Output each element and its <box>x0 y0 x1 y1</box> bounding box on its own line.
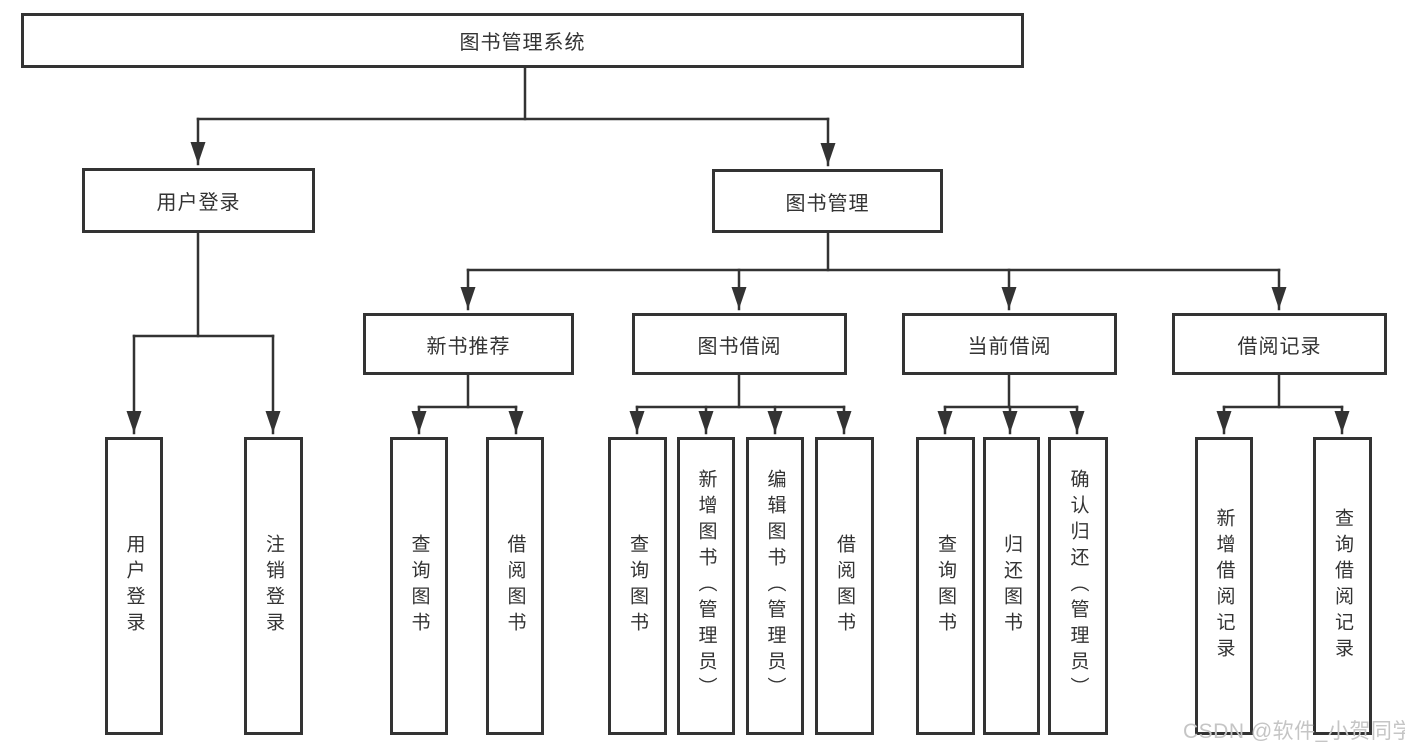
leaf-current-confirm-return-admin: 确认归还（管理员） <box>1048 437 1108 735</box>
leaf-records-add-borrow-record: 新增借阅记录 <box>1195 437 1253 735</box>
node-user-login: 用户登录 <box>82 168 315 233</box>
csdn-watermark: CSDN @软件_小贺同学 <box>1183 720 1405 743</box>
node-current-borrowing-label: 当前借阅 <box>967 335 1052 358</box>
connector-current-borrow-to-leaves <box>937 373 1085 435</box>
leaf-borrowing-query-books: 查询图书 <box>608 437 667 735</box>
node-borrowing-records: 借阅记录 <box>1172 313 1387 375</box>
leaf-borrowing-add-books-admin-label: 新增图书（管理员） <box>695 469 717 703</box>
leaf-current-confirm-return-admin-label: 确认归还（管理员） <box>1067 469 1089 703</box>
leaf-borrowing-edit-books-admin-label: 编辑图书（管理员） <box>764 469 786 703</box>
connector-new-books-to-leaves <box>411 373 524 435</box>
leaf-borrowing-edit-books-admin: 编辑图书（管理员） <box>746 437 804 735</box>
leaf-newbooks-query-books: 查询图书 <box>390 437 448 735</box>
node-book-borrowing-label: 图书借阅 <box>697 335 782 358</box>
node-user-login-label: 用户登录 <box>156 192 241 214</box>
leaf-borrowing-borrow-books: 借阅图书 <box>815 437 874 735</box>
leaf-records-add-borrow-record-label: 新增借阅记录 <box>1213 508 1235 664</box>
leaf-logout-label: 注销登录 <box>263 534 284 638</box>
node-borrowing-records-label: 借阅记录 <box>1237 335 1322 358</box>
leaf-current-query-books: 查询图书 <box>916 437 975 735</box>
leaf-newbooks-query-books-label: 查询图书 <box>408 534 430 638</box>
leaf-borrowing-query-books-label: 查询图书 <box>627 534 648 638</box>
connector-user-login-to-leaves <box>126 231 281 435</box>
leaf-records-query-borrow-record-label: 查询借阅记录 <box>1332 508 1353 664</box>
node-book-management: 图书管理 <box>712 169 943 233</box>
node-new-book-recommend-label: 新书推荐 <box>426 335 511 358</box>
node-library-management-system-label: 图书管理系统 <box>459 32 586 54</box>
leaf-current-return-books: 归还图书 <box>983 437 1040 735</box>
leaf-current-return-books-label: 归还图书 <box>1001 534 1022 638</box>
leaf-user-login: 用户登录 <box>105 437 163 735</box>
connector-book-borrow-to-leaves <box>629 373 852 435</box>
connector-root-to-level2 <box>190 66 836 167</box>
connector-borrow-records-to-leaves <box>1216 373 1350 435</box>
connector-book-mgmt-to-level3 <box>460 231 1287 311</box>
leaf-newbooks-borrow-books-label: 借阅图书 <box>504 534 526 638</box>
node-library-management-system: 图书管理系统 <box>21 13 1024 68</box>
leaf-logout: 注销登录 <box>244 437 303 735</box>
leaf-user-login-label: 用户登录 <box>123 534 145 638</box>
leaf-current-query-books-label: 查询图书 <box>935 534 956 638</box>
node-current-borrowing: 当前借阅 <box>902 313 1117 375</box>
leaf-borrowing-borrow-books-label: 借阅图书 <box>834 534 855 638</box>
node-book-management-label: 图书管理 <box>785 192 870 215</box>
leaf-borrowing-add-books-admin: 新增图书（管理员） <box>677 437 735 735</box>
leaf-records-query-borrow-record: 查询借阅记录 <box>1313 437 1372 735</box>
leaf-newbooks-borrow-books: 借阅图书 <box>486 437 544 735</box>
node-book-borrowing: 图书借阅 <box>632 313 847 375</box>
node-new-book-recommend: 新书推荐 <box>363 313 574 375</box>
